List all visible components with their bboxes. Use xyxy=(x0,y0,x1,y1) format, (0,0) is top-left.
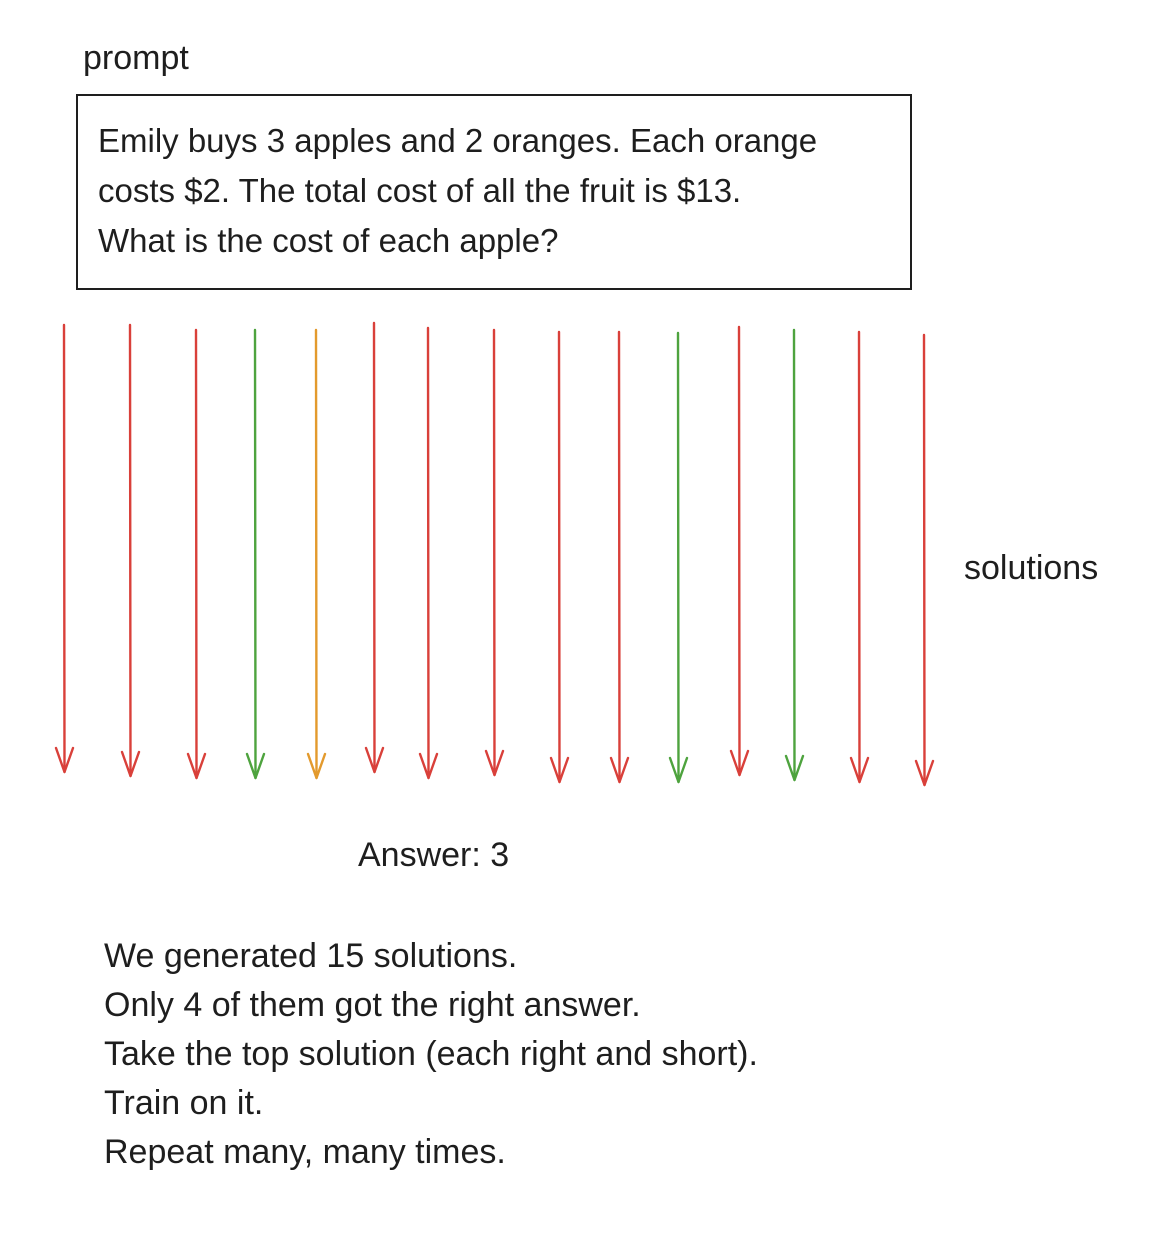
solution-arrow-wrong xyxy=(364,321,385,774)
solution-arrow-right xyxy=(245,328,266,780)
solution-arrow-right xyxy=(668,331,689,784)
note-line: Repeat many, many times. xyxy=(104,1133,506,1171)
note-line: Take the top solution (each right and sh… xyxy=(104,1035,758,1073)
notes-block: We generated 15 solutions. Only 4 of the… xyxy=(104,932,758,1177)
prompt-text-line: costs $2. The total cost of all the frui… xyxy=(98,172,742,209)
note-line: We generated 15 solutions. xyxy=(104,937,518,975)
solution-arrow-wrong xyxy=(729,325,750,777)
solution-arrow-wrong xyxy=(914,333,935,787)
note-line: Train on it. xyxy=(104,1084,264,1122)
solutions-label: solutions xyxy=(964,549,1099,587)
prompt-text-line: What is the cost of each apple? xyxy=(98,222,559,259)
solution-arrow-wrong xyxy=(549,330,570,784)
solution-arrow-wrong xyxy=(54,323,75,774)
prompt-text-line: Emily buys 3 apples and 2 oranges. Each … xyxy=(98,122,818,159)
solution-arrow-wrong xyxy=(849,330,870,784)
note-line: Only 4 of them got the right answer. xyxy=(104,986,641,1024)
solution-arrow-wrong xyxy=(418,326,439,780)
prompt-box: Emily buys 3 apples and 2 oranges. Each … xyxy=(76,94,912,290)
solution-arrow-wrong xyxy=(120,323,141,778)
solution-arrow-right xyxy=(784,328,805,782)
prompt-label: prompt xyxy=(83,39,189,77)
solution-arrow-partial xyxy=(306,328,327,780)
solution-arrow-wrong xyxy=(186,328,207,780)
solution-arrow-wrong xyxy=(484,328,505,777)
solution-arrows xyxy=(54,321,935,787)
answer-label: Answer: 3 xyxy=(358,836,510,874)
solution-arrow-wrong xyxy=(609,330,630,784)
